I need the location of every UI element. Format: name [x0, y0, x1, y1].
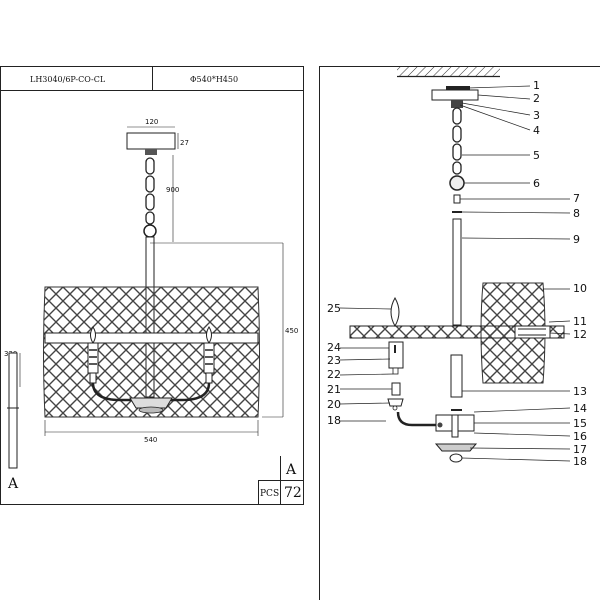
socket-pin — [392, 367, 399, 375]
ring-clip-detail — [518, 328, 546, 336]
right-frame — [319, 66, 600, 600]
exploded-rod — [452, 218, 462, 326]
part-number-label: 8 — [573, 207, 580, 220]
leader-line — [339, 373, 394, 376]
ring-clip — [514, 325, 551, 339]
part-number-label: 2 — [533, 92, 540, 105]
leader-line — [461, 237, 571, 240]
lower-rod — [450, 354, 463, 398]
bottom-plate — [434, 443, 478, 452]
leader-line — [467, 85, 531, 89]
leader-line — [477, 94, 531, 100]
part-callouts: 1234567891011121314151617181820212223242… — [327, 79, 587, 468]
overall-size: Φ540*H450 — [190, 75, 238, 84]
part-number-label: 23 — [327, 354, 341, 367]
part-number-label: 3 — [533, 109, 540, 122]
leader-line — [461, 102, 531, 116]
bulb — [390, 296, 400, 328]
shade-side-view — [8, 352, 18, 469]
dim-chain-length: 900 — [166, 186, 179, 194]
part-number-label: 9 — [573, 233, 580, 246]
bottom-hub — [129, 397, 173, 409]
part-number-label: 7 — [573, 192, 580, 205]
part-number-label: 20 — [327, 398, 341, 411]
ring-frame — [349, 325, 565, 339]
left-panel: LH3040/6P-CO-CL Φ540*H450 120 27 900 450 — [0, 66, 304, 505]
canopy-hook — [145, 149, 157, 155]
leader-line — [461, 211, 571, 214]
mounting-screw — [446, 86, 470, 90]
leader-line — [339, 358, 391, 361]
part-number-label: 1 — [533, 79, 540, 92]
side-view-label: A — [7, 476, 19, 492]
leader-line — [339, 307, 392, 310]
leader-line — [469, 447, 571, 450]
exploded-ring — [449, 175, 465, 191]
part-number-label: 22 — [327, 368, 341, 381]
leader-line — [473, 432, 571, 437]
model-number: LH3040/6P-CO-CL — [30, 75, 106, 84]
leader-line — [461, 457, 571, 462]
woven-shade — [43, 286, 260, 418]
socket — [391, 382, 401, 396]
part-number-label: 4 — [533, 124, 540, 137]
part-number-label: 18 — [573, 455, 587, 468]
canopy — [126, 132, 176, 150]
right-candle — [203, 326, 215, 384]
exploded-chain — [452, 107, 462, 175]
title-block-code: A — [285, 462, 297, 478]
connector-nut — [453, 194, 461, 204]
part-number-label: 14 — [573, 402, 587, 415]
dim-shade-width: 540 — [144, 436, 157, 444]
leader-line — [339, 402, 391, 405]
part-number-label: 16 — [573, 430, 587, 443]
chain — [145, 157, 155, 225]
part-number-label: 11 — [573, 315, 587, 328]
dim-total-height: 450 — [285, 327, 298, 335]
leader-line — [473, 407, 571, 413]
part-number-label: 6 — [533, 177, 540, 190]
arm-screw — [437, 422, 443, 428]
pcs-label: PCS — [260, 489, 279, 499]
shade-band — [44, 332, 259, 344]
leader-line — [459, 104, 531, 131]
part-number-label: 10 — [573, 282, 587, 295]
part-number-label: 24 — [327, 341, 341, 354]
band-gap-right — [195, 334, 215, 342]
title-block — [258, 456, 304, 504]
ceiling-hatch — [397, 67, 500, 76]
junction-stem — [451, 414, 459, 438]
part-number-label: 21 — [327, 383, 341, 396]
pcs-value: 72 — [284, 485, 302, 501]
part-number-label: 15 — [573, 417, 587, 430]
dim-canopy-height: 27 — [180, 139, 189, 147]
bottom-cap — [138, 406, 164, 414]
leader-lines — [339, 85, 571, 462]
part-number-label: 17 — [573, 443, 587, 456]
band-gap-left — [88, 334, 108, 342]
ring — [143, 224, 157, 238]
right-panel: 1234567891011121314151617181820212223242… — [319, 66, 600, 600]
socket-cup — [387, 398, 404, 407]
part-number-label: 5 — [533, 149, 540, 162]
exploded-canopy — [431, 89, 479, 101]
leader-line — [549, 332, 571, 335]
part-number-label: 12 — [573, 328, 587, 341]
dim-canopy-width: 120 — [145, 118, 158, 126]
leader-line — [548, 320, 571, 323]
part-number-label: 18 — [327, 414, 341, 427]
canopy-nut — [451, 100, 463, 108]
finial — [449, 453, 463, 463]
part-number-label: 25 — [327, 302, 341, 315]
part-number-label: 13 — [573, 385, 587, 398]
arm — [396, 411, 436, 427]
socket-cup-hole — [392, 405, 398, 411]
